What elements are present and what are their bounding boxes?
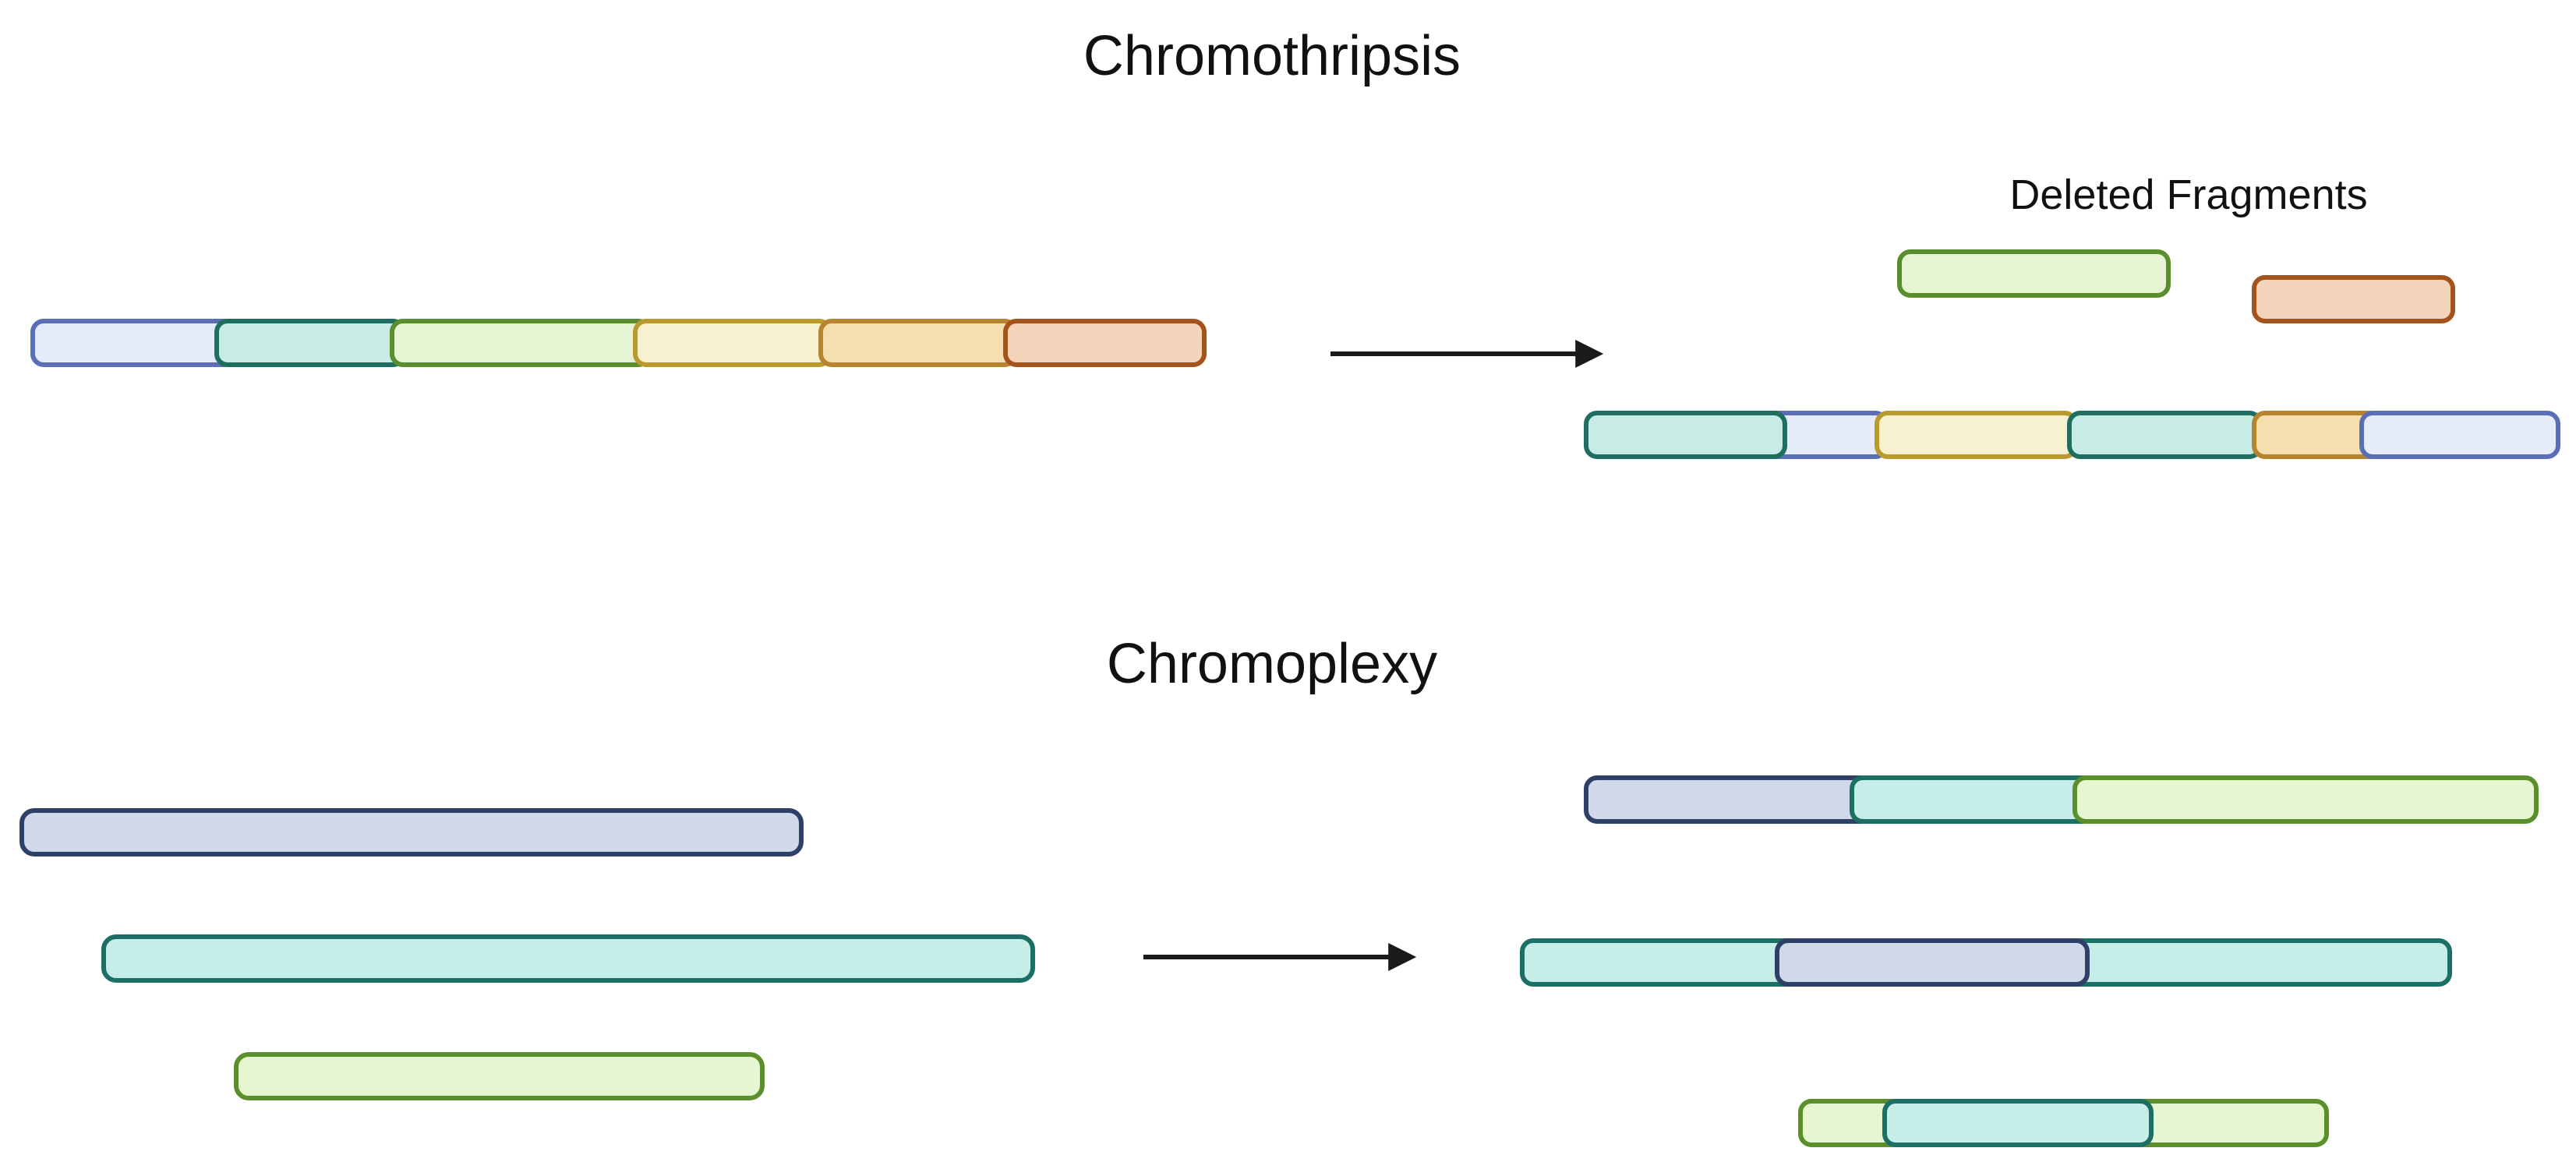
segment-rust xyxy=(1003,319,1207,367)
segment-lightgreen xyxy=(2072,775,2539,824)
segment-teal xyxy=(1584,411,1787,459)
chromothripsis-title: Chromothripsis xyxy=(1083,25,1461,87)
rearranged-chromosome xyxy=(1584,411,2560,459)
segment-slate xyxy=(1775,938,2090,987)
segment-teal xyxy=(1882,1099,2154,1147)
deleted-fragments-label: Deleted Fragments xyxy=(2009,171,2367,218)
segment-blue xyxy=(30,319,238,367)
deleted-fragment-green xyxy=(1897,249,2171,298)
segment-teal xyxy=(1850,775,2096,824)
segment-slate xyxy=(1584,775,1885,824)
segment-yellow xyxy=(1875,411,2078,459)
deleted-fragment-rust xyxy=(2252,275,2455,323)
output-chromosome-2 xyxy=(1520,938,2452,987)
chromoplexy-title: Chromoplexy xyxy=(1107,633,1437,695)
segment-teal xyxy=(214,319,406,367)
output-chromosome-3 xyxy=(1798,1099,2329,1147)
output-chromosome-1 xyxy=(1584,775,2539,824)
input-chromosomes xyxy=(19,808,1035,1100)
segment-yellow xyxy=(633,319,832,367)
segment-green xyxy=(390,319,652,367)
original-chromosome xyxy=(30,319,1207,367)
segment-blue xyxy=(2359,411,2560,459)
segment-teal xyxy=(2067,411,2263,459)
input-chromosome-lightgreen xyxy=(234,1052,765,1100)
segment-orange xyxy=(818,319,1018,367)
input-chromosome-teal xyxy=(101,934,1035,983)
input-chromosome-slate xyxy=(19,808,804,856)
deleted-fragments xyxy=(1897,249,2455,323)
